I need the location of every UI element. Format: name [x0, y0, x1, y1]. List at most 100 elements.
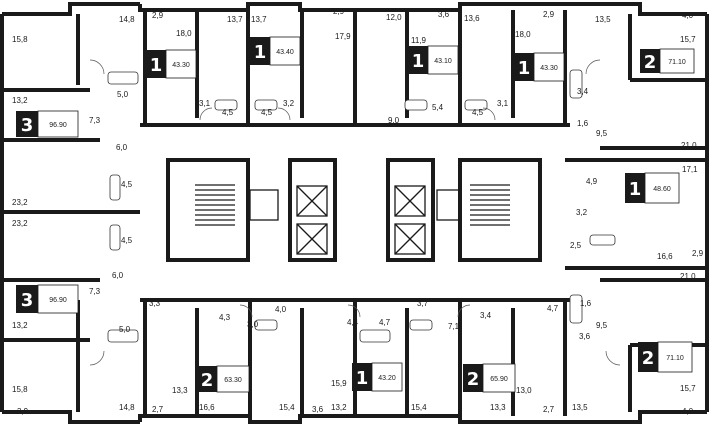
room-area-labels: 15,8 14,8 2,9 18,0 13,7 13,7 2,9 17,9 12…	[12, 7, 704, 416]
room-area: 17,9	[335, 32, 351, 41]
room-area: 5,4	[432, 103, 444, 112]
room-area: 3,6	[312, 405, 324, 414]
apartment-tag: 2 71.10	[640, 48, 695, 74]
apartment-tag: 1 43.10	[408, 45, 459, 75]
room-area: 14,8	[119, 15, 135, 24]
room-area: 15,4	[411, 403, 427, 412]
room-area: 2,7	[543, 405, 555, 414]
room-area: 3,1	[199, 99, 211, 108]
building-core	[166, 158, 542, 262]
room-area: 2,7	[152, 405, 164, 414]
room-area: 1,6	[580, 299, 592, 308]
room-area: 13,0	[516, 386, 532, 395]
room-area: 3,1	[497, 99, 509, 108]
room-area: 4,5	[472, 108, 484, 117]
room-area: 16,6	[199, 403, 215, 412]
room-area: 11,9	[411, 36, 427, 45]
apartment-rooms: 2	[201, 370, 214, 391]
bathroom-fixtures	[107, 69, 616, 343]
room-area: 15,7	[680, 384, 696, 393]
room-area: 7,3	[89, 287, 101, 296]
room-area: 17,1	[682, 165, 698, 174]
room-area: 4,7	[547, 304, 559, 313]
room-area: 3,2	[576, 208, 588, 217]
apartment-rooms: 3	[21, 115, 34, 136]
room-area: 5,0	[119, 325, 131, 334]
room-area: 3,4	[480, 311, 492, 320]
room-area: 3,6	[438, 10, 450, 19]
elevator-2	[296, 223, 328, 255]
room-area: 3,6	[579, 332, 591, 341]
apartment-rooms: 2	[642, 348, 655, 369]
room-area: 13,3	[172, 386, 188, 395]
room-area: 23,2	[12, 198, 28, 207]
room-area: 6,0	[112, 271, 124, 280]
room-area: 4,9	[586, 177, 598, 186]
room-area: 6,0	[116, 143, 128, 152]
room-area: 4,4	[347, 318, 359, 327]
room-area: 13,2	[12, 321, 28, 330]
apartment-rooms: 1	[629, 179, 642, 200]
apartment-tag: 3 96.90	[16, 284, 79, 314]
apartment-rooms: 1	[254, 42, 267, 63]
room-area: 13,7	[227, 15, 243, 24]
apartment-area: 43.30	[540, 65, 558, 72]
room-area: 13,2	[12, 96, 28, 105]
apartment-tag: 2 71.10	[638, 341, 693, 373]
apartment-rooms: 1	[518, 58, 531, 79]
apartment-area: 43.20	[378, 375, 396, 382]
apartment-tag: 1 43.30	[514, 52, 565, 82]
room-area: 4,5	[261, 108, 273, 117]
apartment-area: 71.10	[668, 59, 686, 66]
room-area: 3,4	[577, 87, 589, 96]
room-area: 2,9	[333, 7, 345, 16]
room-area: 15,8	[12, 35, 28, 44]
stair-left	[195, 184, 235, 226]
stair-right	[470, 184, 510, 226]
room-area: 12,0	[386, 13, 402, 22]
room-area: 23,2	[12, 219, 28, 228]
apartment-area: 43.10	[434, 58, 452, 65]
room-area: 1,6	[577, 119, 589, 128]
room-area: 4,0	[682, 407, 694, 416]
room-area: 15,4	[279, 403, 295, 412]
apartment-tag: 3 96.90	[16, 110, 79, 138]
apartment-area: 63.30	[224, 377, 242, 384]
room-area: 15,7	[680, 35, 696, 44]
apartment-tag: 2 65.90	[463, 363, 516, 393]
room-area: 7,3	[89, 116, 101, 125]
apartment-rooms: 2	[467, 369, 480, 390]
room-area: 7,1	[448, 322, 460, 331]
room-area: 4,0	[682, 11, 694, 20]
elevator-1	[296, 185, 328, 217]
room-area: 13,3	[490, 403, 506, 412]
room-area: 3,7	[417, 299, 429, 308]
room-area: 21,0	[681, 141, 697, 150]
room-area: 3,0	[247, 320, 259, 329]
room-area: 15,9	[331, 379, 347, 388]
room-area: 13,5	[572, 403, 588, 412]
room-area: 16,6	[657, 252, 673, 261]
elevator-4	[394, 223, 426, 255]
room-area: 15,8	[12, 385, 28, 394]
apartment-tag: 2 63.30	[197, 365, 250, 393]
apartment-tag: 1 43.20	[352, 362, 403, 392]
room-area: 2,9	[152, 11, 164, 20]
room-area: 4,3	[219, 313, 231, 322]
apartment-area: 48.60	[653, 186, 671, 193]
room-area: 3,2	[283, 99, 295, 108]
apartment-area: 43.40	[276, 49, 294, 56]
room-area: 2,9	[692, 249, 704, 258]
room-area: 2,9	[543, 10, 555, 19]
room-area: 5,0	[117, 90, 129, 99]
room-area: 4,0	[275, 305, 287, 314]
apartment-area: 65.90	[490, 376, 508, 383]
apartment-area: 96.90	[49, 297, 67, 304]
apartment-rooms: 2	[644, 52, 657, 73]
apartment-area: 43.30	[172, 62, 190, 69]
room-area: 18,0	[515, 30, 531, 39]
apartment-tag: 1 43.40	[250, 36, 301, 66]
room-area: 18,0	[176, 29, 192, 38]
room-area: 3,9	[17, 407, 29, 416]
